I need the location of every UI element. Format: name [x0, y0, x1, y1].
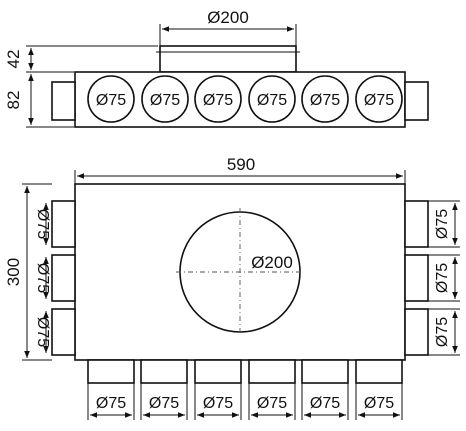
bottom-spigot-2 — [140, 359, 188, 384]
spigot-circle-6 — [355, 75, 403, 123]
center-outlet-label: Ø200 — [251, 253, 293, 272]
right-spigot-label-1: Ø75 — [434, 209, 451, 239]
outlet-diameter-label: Ø200 — [207, 8, 249, 27]
outlet-height-label: 42 — [4, 50, 23, 69]
bottom-spigot-label-4: Ø75 — [257, 395, 287, 412]
depth-label: 300 — [4, 258, 23, 286]
bottom-spigot-1 — [87, 359, 135, 384]
left-spigot-label-2: Ø75 — [34, 263, 51, 293]
bottom-spigot-label-2: Ø75 — [149, 395, 179, 412]
right-spigot-label-2: Ø75 — [434, 263, 451, 293]
right-spigot-2 — [404, 254, 429, 302]
outlet-collar — [159, 45, 297, 73]
spigot-circle-4 — [248, 75, 296, 123]
left-spigot-1 — [51, 200, 76, 248]
bottom-spigot-6 — [355, 359, 403, 384]
spigot-label-1: Ø75 — [96, 92, 126, 109]
box-height-label: 82 — [4, 91, 23, 110]
bottom-spigot-label-3: Ø75 — [203, 395, 233, 412]
right-spigot-label-3: Ø75 — [434, 317, 451, 347]
bottom-spigot-5 — [301, 359, 349, 384]
bottom-spigot-3 — [194, 359, 242, 384]
right-spigot-3 — [404, 308, 429, 356]
left-spigot-3 — [51, 308, 76, 356]
side-view: Ø75 Ø75 Ø75 Ø75 Ø75 Ø75 Ø200 42 82 — [4, 8, 429, 128]
spigot-label-4: Ø75 — [257, 92, 287, 109]
bottom-spigot-label-1: Ø75 — [96, 395, 126, 412]
width-label: 590 — [227, 155, 255, 174]
spigot-circle-3 — [194, 75, 242, 123]
spigot-label-2: Ø75 — [150, 92, 180, 109]
bottom-spigot-label-6: Ø75 — [364, 395, 394, 412]
side-stub-right — [404, 81, 429, 121]
side-stub-left — [51, 81, 76, 121]
bottom-spigot-label-5: Ø75 — [310, 395, 340, 412]
bottom-spigot-4 — [248, 359, 296, 384]
spigot-label-3: Ø75 — [203, 92, 233, 109]
plan-view: Ø200 590 300 Ø75 Ø75 Ø75 Ø75 — [4, 155, 460, 420]
left-spigot-label-3: Ø75 — [34, 317, 51, 347]
spigot-circle-5 — [301, 75, 349, 123]
right-spigot-1 — [404, 200, 429, 248]
spigot-label-6: Ø75 — [364, 92, 394, 109]
left-spigot-2 — [51, 254, 76, 302]
left-spigot-label-1: Ø75 — [34, 209, 51, 239]
spigot-circle-2 — [141, 75, 189, 123]
spigot-circle-1 — [87, 75, 135, 123]
spigot-label-5: Ø75 — [310, 92, 340, 109]
